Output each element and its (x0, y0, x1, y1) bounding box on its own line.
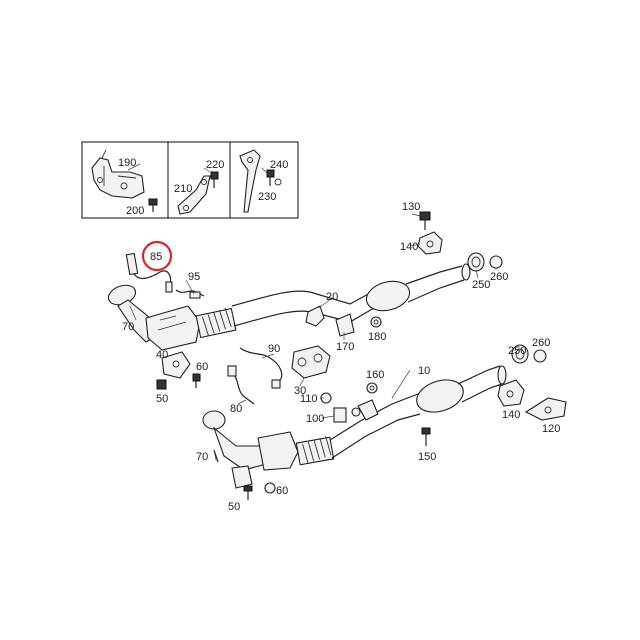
callout-140-upper: 140 (400, 241, 418, 253)
callout-190: 190 (118, 157, 136, 169)
callout-20: 20 (326, 291, 338, 303)
callout-70-upper: 70 (122, 321, 134, 333)
gasket-30-drawing (291, 345, 331, 379)
bracket-210-drawing (177, 175, 211, 215)
bracket-120-drawing (524, 397, 567, 421)
callout-70-lower: 70 (196, 451, 208, 463)
callout-labels: 190 200 210 220 230 240 130 140 85 95 70… (118, 157, 560, 513)
callout-230: 230 (258, 191, 276, 203)
callout-50-upper: 50 (156, 393, 168, 405)
callout-220: 220 (206, 159, 224, 171)
callout-130: 130 (402, 201, 420, 213)
callout-100: 100 (306, 413, 324, 425)
washer-160-drawing (366, 382, 378, 394)
nut-50-upper-drawing (156, 379, 167, 390)
callout-10: 10 (418, 365, 430, 377)
callout-210: 210 (174, 183, 192, 195)
oxygen-sensor-80-drawing (227, 365, 255, 405)
rubber-mount-100-drawing (333, 407, 361, 423)
callout-90: 90 (268, 343, 280, 355)
bracket-190-drawing (91, 149, 145, 199)
callout-240: 240 (270, 159, 288, 171)
bolt-60-upper-drawing (192, 373, 201, 388)
callout-250-upper: 250 (472, 279, 490, 291)
callout-40: 40 (156, 349, 168, 361)
callout-250-lower: 250 (508, 345, 526, 357)
lower-exhaust-pipe-10 (202, 365, 507, 471)
oxygen-sensor-85-drawing (125, 252, 173, 293)
clamp-250-upper-drawing (467, 252, 485, 272)
callout-30: 30 (294, 385, 306, 397)
callout-120: 120 (542, 423, 560, 435)
bolt-200-drawing (148, 198, 158, 212)
callout-85: 85 (150, 251, 162, 263)
nut-260-lower-drawing (533, 349, 547, 363)
upper-exhaust-pipe-20 (107, 263, 471, 351)
callout-150: 150 (418, 451, 436, 463)
callout-110: 110 (300, 393, 318, 405)
callout-180: 180 (368, 331, 386, 343)
callout-260-upper: 260 (490, 271, 508, 283)
inset-panels (81, 141, 299, 219)
callout-170: 170 (336, 341, 354, 353)
callout-140-lower: 140 (502, 409, 520, 421)
callout-260-lower: 260 (532, 337, 550, 349)
nut-180-drawing (370, 316, 382, 328)
hanger-230-drawing (239, 149, 261, 213)
mount-140-lower-drawing (497, 379, 525, 407)
mount-140-upper-drawing (417, 231, 443, 255)
heat-shield-40-drawing (161, 351, 191, 379)
callout-50-lower: 50 (228, 501, 240, 513)
callout-95: 95 (188, 271, 200, 283)
clamp-lower-drawing (213, 449, 276, 500)
bolt-220-drawing (210, 171, 219, 188)
highlight-circle-85 (141, 240, 173, 272)
bolt-240-drawing (266, 169, 282, 186)
oxygen-sensor-95-drawing (175, 289, 205, 299)
callout-60-upper: 60 (196, 361, 208, 373)
oxygen-sensor-90-drawing (239, 347, 283, 389)
callout-160: 160 (366, 369, 384, 381)
callout-60-lower: 60 (276, 485, 288, 497)
inset-frame (81, 141, 299, 219)
callout-200: 200 (126, 205, 144, 217)
callout-80: 80 (230, 403, 242, 415)
clamp-250-lower-drawing (511, 344, 529, 364)
bolt-130-drawing (419, 211, 431, 230)
leader-lines (127, 163, 497, 461)
nut-260-upper-drawing (489, 255, 503, 269)
